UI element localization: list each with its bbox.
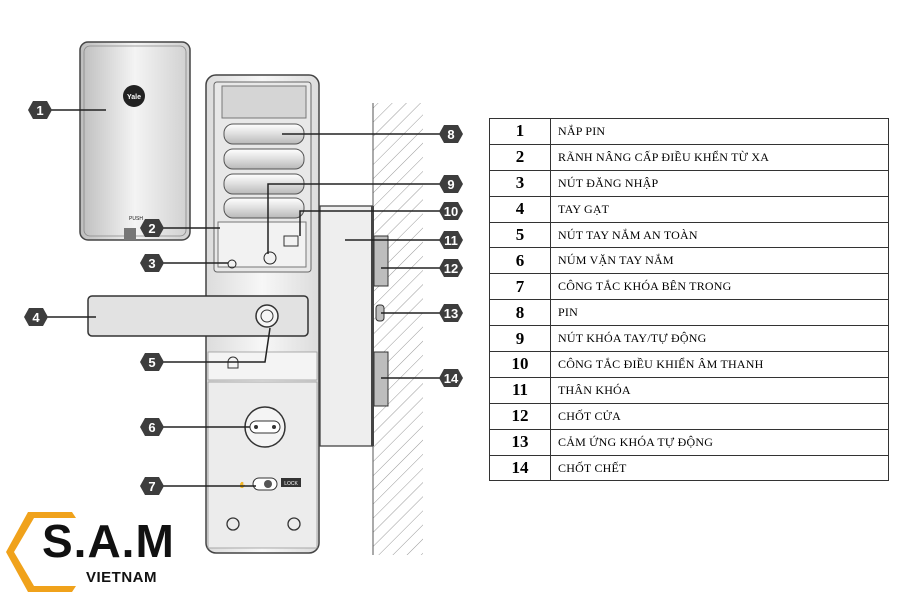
- register-button-icon: [227, 259, 237, 269]
- door-wall: [372, 103, 423, 555]
- callout-1: 1: [28, 101, 52, 119]
- legend-number: 6: [489, 247, 551, 275]
- legend-text: CÔNG TẮC KHÓA BÊN TRONG: [550, 273, 889, 301]
- svg-text:4: 4: [32, 310, 40, 325]
- svg-text:10: 10: [444, 204, 458, 219]
- callout-10: 10: [439, 202, 463, 220]
- legend-text: PIN: [550, 299, 889, 327]
- battery-pack: [221, 85, 307, 219]
- legend-number: 1: [489, 118, 551, 145]
- lock-label: LOCK: [284, 481, 298, 487]
- hand-mark: ✋: [239, 481, 246, 489]
- legend-number: 14: [489, 454, 551, 482]
- legend-text: NẮP PIN: [550, 118, 889, 145]
- callout-3: 3: [140, 254, 164, 272]
- screw-icon: [226, 517, 240, 531]
- svg-text:7: 7: [148, 479, 155, 494]
- legend-text: NÚT ĐĂNG NHẬP: [550, 169, 889, 197]
- svg-text:9: 9: [447, 177, 454, 192]
- sam-vietnam-logo: S.A.M VIETNAM: [4, 506, 194, 598]
- legend-number: 8: [489, 299, 551, 327]
- legend-text: THÂN KHÓA: [550, 376, 889, 404]
- screw-icon: [287, 517, 301, 531]
- callout-7: 7: [140, 477, 164, 495]
- callout-5: 5: [140, 353, 164, 371]
- svg-text:1: 1: [36, 103, 43, 118]
- legend-text: TAY GẠT: [550, 195, 889, 223]
- svg-text:14: 14: [444, 371, 459, 386]
- legend-text: NÚT KHÓA TAY/TỰ ĐỘNG: [550, 325, 889, 353]
- callout-13: 13: [439, 304, 463, 322]
- svg-text:11: 11: [444, 233, 458, 248]
- callout-8: 8: [439, 125, 463, 143]
- legend-text: CÔNG TẮC ĐIỀU KHIỂN ÂM THANH: [550, 351, 889, 378]
- battery-cover: Yale PUSH: [79, 41, 191, 241]
- callout-4: 4: [24, 308, 48, 326]
- legend-number: 2: [489, 143, 551, 171]
- svg-text:2: 2: [148, 221, 155, 236]
- legend-number: 5: [489, 221, 551, 249]
- push-label: PUSH: [129, 216, 143, 222]
- callout-6: 6: [140, 418, 164, 436]
- lock-body-front: ✋ LOCK: [87, 74, 320, 554]
- logo-main-text: S.A.M: [42, 515, 175, 567]
- callout-2: 2: [140, 219, 164, 237]
- leader-lines: [46, 109, 440, 487]
- legend-number: 4: [489, 195, 551, 223]
- legend-number: 12: [489, 402, 551, 430]
- svg-text:3: 3: [148, 256, 155, 271]
- svg-text:6: 6: [148, 420, 155, 435]
- logo-hexagon-icon: [6, 512, 76, 592]
- mortise-body-side: [319, 205, 389, 447]
- callout-9: 9: [439, 175, 463, 193]
- remote-slot: [124, 228, 136, 240]
- legend-text: CẢM ỨNG KHÓA TỰ ĐỘNG: [550, 428, 889, 456]
- svg-text:5: 5: [148, 355, 155, 370]
- callout-12: 12: [439, 259, 463, 277]
- svg-text:12: 12: [444, 261, 458, 276]
- legend-number: 11: [489, 376, 551, 404]
- svg-text:13: 13: [444, 306, 458, 321]
- callout-11: 11: [439, 231, 463, 249]
- yale-logo-icon: [123, 85, 145, 107]
- auto-lock-button-icon: [263, 251, 277, 265]
- brand-logo-text: Yale: [127, 94, 141, 101]
- thumb-turn: [244, 406, 286, 448]
- safety-button-icon: [227, 356, 239, 369]
- legend-number: 10: [489, 351, 551, 378]
- legend-number: 9: [489, 325, 551, 353]
- inner-lock-switch: ✋ LOCK: [239, 477, 301, 491]
- callouts: 1 2 3 4 5 6 7 8 9 10 11 12 13 14: [24, 101, 463, 495]
- legend-text: NÚM VẶN TAY NẮM: [550, 247, 889, 275]
- lever-handle: [87, 295, 309, 337]
- legend-number: 13: [489, 428, 551, 456]
- logo-sub-text: VIETNAM: [86, 569, 157, 586]
- legend-number: 3: [489, 169, 551, 197]
- legend-number: 7: [489, 273, 551, 301]
- sound-switch-icon: [283, 235, 299, 247]
- legend-text: CHỐT CỬA: [550, 402, 889, 430]
- svg-text:8: 8: [447, 127, 454, 142]
- legend-text: NÚT TAY NẮM AN TOÀN: [550, 221, 889, 249]
- callout-14: 14: [439, 369, 463, 387]
- legend-text: RÃNH NÂNG CẤP ĐIỀU KHỂN TỪ XA: [550, 143, 889, 171]
- legend-text: CHỐT CHẾT: [550, 454, 889, 482]
